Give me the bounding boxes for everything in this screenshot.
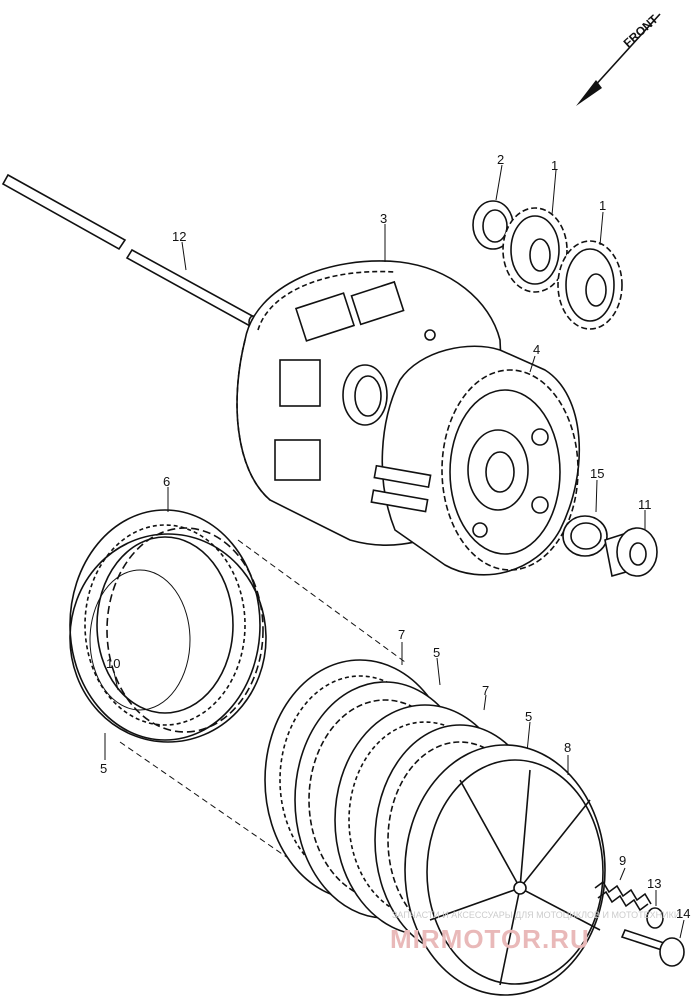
callout-10: 10 bbox=[106, 656, 120, 671]
callout-8: 8 bbox=[564, 740, 571, 755]
front-direction-arrow: FRONT bbox=[576, 12, 661, 106]
part-11-collar bbox=[604, 527, 658, 578]
part-10-spring-ring bbox=[89, 569, 191, 711]
part-13-washer bbox=[646, 907, 664, 929]
watermark-tagline: ЗАПЧАСТИ И АКСЕССУАРЫ ДЛЯ МОТОЦИКЛОВ И М… bbox=[392, 910, 680, 920]
part-12-push-rod bbox=[1, 173, 258, 329]
callout-5c: 5 bbox=[100, 761, 107, 776]
watermark-text: MIRMOTOR.RU bbox=[390, 924, 590, 954]
part-9-clutch-spring bbox=[594, 880, 652, 912]
callout-7a: 7 bbox=[398, 627, 405, 642]
part-8-pressure-plate bbox=[404, 744, 606, 996]
callout-12: 12 bbox=[172, 229, 186, 244]
part-1-gear-b bbox=[557, 240, 623, 330]
callout-6: 6 bbox=[163, 474, 170, 489]
part-4-clutch-center bbox=[370, 345, 581, 576]
callout-3: 3 bbox=[380, 211, 387, 226]
part-15-circlip bbox=[562, 515, 608, 557]
callout-15: 15 bbox=[590, 466, 604, 481]
callout-9: 9 bbox=[619, 853, 626, 868]
callout-11: 11 bbox=[638, 497, 652, 512]
part-1-gear-a bbox=[502, 207, 568, 293]
part-6-clutch-plate bbox=[69, 509, 261, 741]
callout-13: 13 bbox=[647, 876, 661, 891]
callout-14: 14 bbox=[676, 906, 690, 921]
part-5-friction-disc-left bbox=[69, 527, 267, 743]
watermark: ЗАПЧАСТИ И АКСЕССУАРЫ ДЛЯ МОТОЦИКЛОВ И М… bbox=[390, 910, 680, 954]
callout-4: 4 bbox=[533, 342, 540, 357]
callout-5a: 5 bbox=[433, 645, 440, 660]
callout-2: 2 bbox=[497, 152, 504, 167]
callout-5b: 5 bbox=[525, 709, 532, 724]
callout-7b: 7 bbox=[482, 683, 489, 698]
callout-1a: 1 bbox=[551, 158, 558, 173]
front-label: FRONT bbox=[621, 12, 662, 51]
part-14-bolt bbox=[620, 929, 685, 967]
callout-1b: 1 bbox=[599, 198, 606, 213]
